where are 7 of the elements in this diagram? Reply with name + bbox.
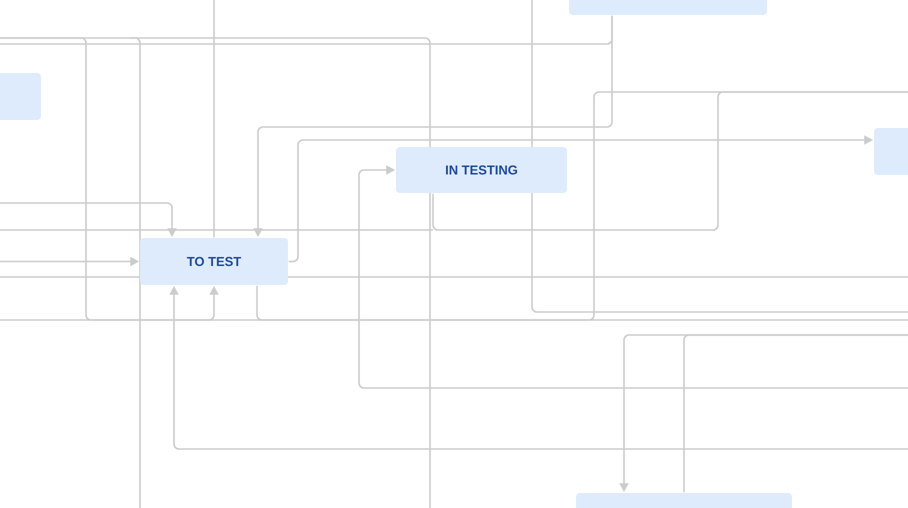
state-box: IN TESTING bbox=[396, 147, 567, 193]
box bbox=[569, 0, 767, 15]
box bbox=[0, 73, 41, 120]
state-box: TO TEST bbox=[140, 238, 288, 285]
arrow bbox=[358, 165, 908, 389]
box bbox=[874, 128, 908, 175]
box bbox=[576, 493, 792, 508]
